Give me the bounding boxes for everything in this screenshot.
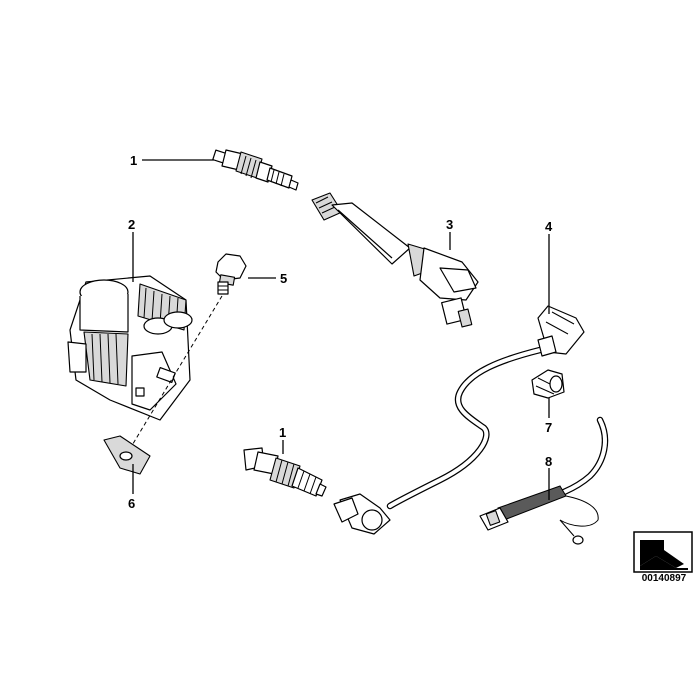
spark-plug-bottom[interactable] [243, 447, 327, 497]
spark-plug-cable[interactable] [333, 305, 585, 535]
callout-1b: 1 [279, 425, 286, 440]
callout-6: 6 [128, 496, 135, 511]
ignition-coil-rod[interactable] [311, 192, 479, 328]
wiring-harness[interactable] [479, 416, 609, 545]
callout-1a: 1 [130, 153, 137, 168]
callout-8: 8 [545, 454, 552, 469]
cable-clip[interactable] [531, 369, 565, 399]
callout-4: 4 [545, 219, 553, 234]
assembly-line [127, 295, 223, 453]
callout-3: 3 [446, 217, 453, 232]
callout-7: 7 [545, 420, 552, 435]
callout-5: 5 [280, 271, 287, 286]
callout-2: 2 [128, 217, 135, 232]
arrow-stamp-icon [633, 531, 693, 573]
spark-plug-top[interactable] [212, 149, 299, 191]
grommet-bolt[interactable] [215, 253, 247, 295]
catalog-number: 00140897 [641, 573, 687, 584]
ignition-coil-block[interactable] [67, 275, 193, 421]
gasket-plate[interactable] [103, 435, 151, 475]
